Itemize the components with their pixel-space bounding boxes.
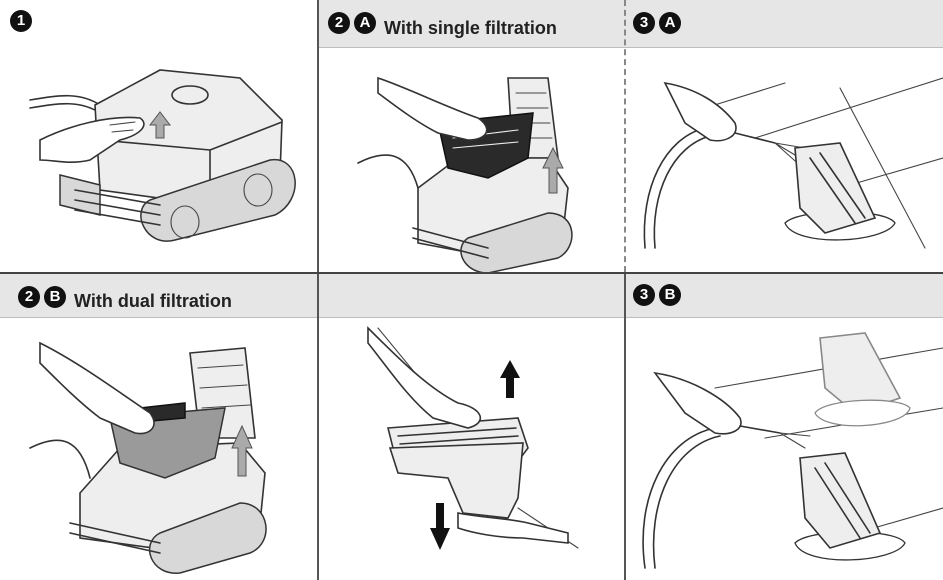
step-letter-badge: B — [659, 284, 681, 306]
remove-single-filter-illustration — [357, 76, 573, 272]
rinse-single-filter-illustration — [643, 77, 943, 249]
step-number-badge: 1 — [10, 10, 32, 32]
step-3b-label: 3 B — [633, 282, 685, 308]
panel-step-2a: 2 A With single filtration — [318, 0, 625, 272]
step-1-label: 1 — [10, 8, 36, 34]
step-3a-label: 3 A — [633, 10, 685, 36]
step-2a-label: 2 A With single filtration — [328, 10, 557, 38]
panel-step-2b-remove — [0, 318, 318, 580]
step-number-badge: 2 — [18, 286, 40, 308]
step-2b-label: 2 B With dual filtration — [18, 284, 232, 311]
step-2a-title: With single filtration — [384, 17, 557, 38]
step-number-badge: 3 — [633, 284, 655, 306]
step-letter-badge: A — [354, 12, 376, 34]
remove-dual-filter-illustration — [29, 341, 267, 574]
step-2b-title: With dual filtration — [74, 290, 232, 311]
step-number-badge: 3 — [633, 12, 655, 34]
up-arrow-icon — [500, 360, 520, 398]
divider-col-2-top — [624, 0, 626, 272]
down-arrow-icon — [430, 503, 450, 550]
step-letter-badge: B — [44, 286, 66, 308]
panel-step-3b: 3 B — [625, 274, 943, 580]
step-letter-badge: A — [659, 12, 681, 34]
separate-dual-filter-illustration — [367, 326, 579, 550]
step-2b-header — [0, 274, 625, 318]
panel-step-3a: 3 A — [625, 0, 943, 272]
divider-col-1 — [317, 0, 319, 580]
divider-row — [0, 272, 943, 274]
divider-col-2-bottom — [624, 274, 626, 580]
step-number-badge: 2 — [328, 12, 350, 34]
rinse-dual-filter-illustration — [642, 332, 943, 569]
panel-step-1: 1 — [0, 0, 318, 272]
panel-step-2b-separate — [318, 318, 625, 580]
robot-open-lid-illustration — [29, 69, 296, 242]
